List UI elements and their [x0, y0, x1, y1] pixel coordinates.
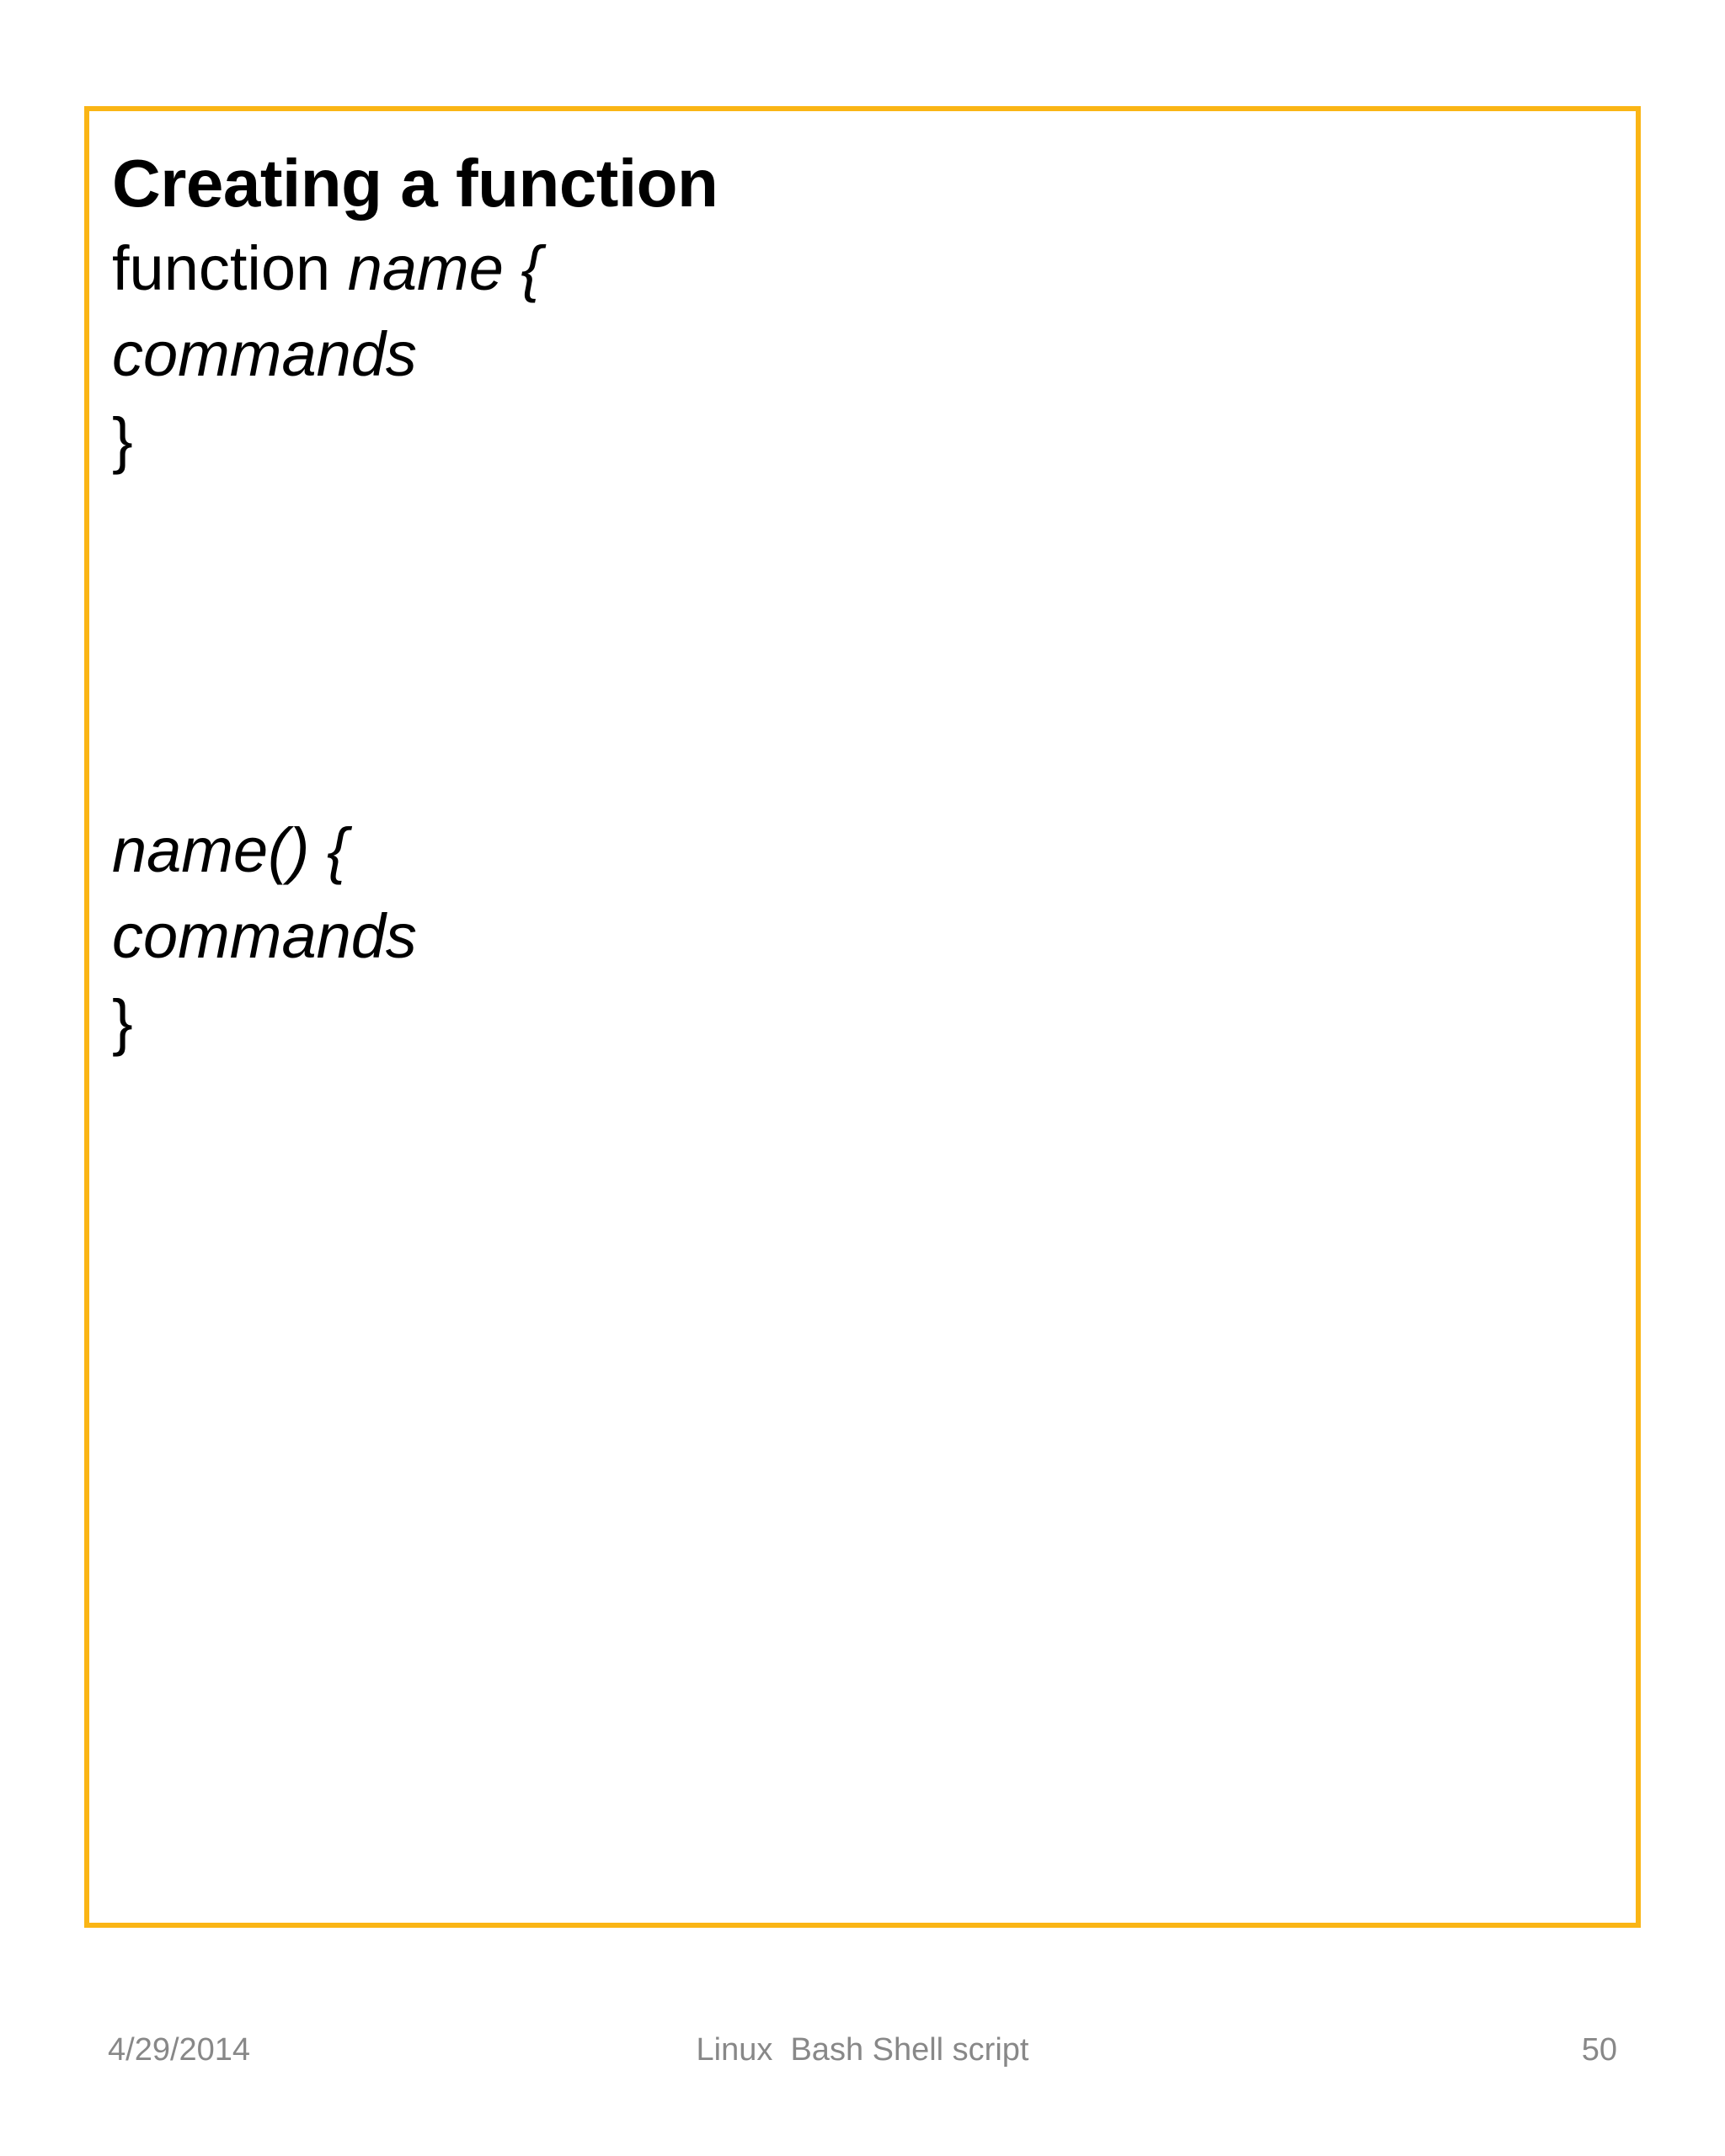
code-line-close-brace-2: } — [112, 987, 133, 1057]
footer-page-number: 50 — [1581, 2032, 1617, 2068]
code-line-name-parens-open: name() { — [112, 815, 348, 885]
page-title: Creating a function — [112, 146, 718, 221]
code-line-close-brace-1: } — [112, 405, 133, 475]
code-line-function-name-open: function name { — [112, 226, 1619, 312]
code-block-function-keyword: function name { commands } — [112, 226, 1619, 483]
footer-title: Linux Bash Shell script — [696, 2032, 1029, 2068]
block-spacer — [112, 483, 1619, 808]
code-line-commands-2: commands — [112, 901, 417, 971]
footer-date: 4/29/2014 — [108, 2032, 251, 2068]
code-block-parenthesis-form: name() { commands } — [112, 808, 1619, 1065]
slide-content-frame: Creating a function function name { comm… — [84, 106, 1641, 1928]
code-line-commands-1: commands — [112, 319, 417, 389]
slide-footer: 4/29/2014 Linux Bash Shell script 50 — [0, 2028, 1725, 2095]
code-token-function-keyword: function — [112, 233, 348, 303]
code-token-name-brace: name { — [347, 233, 542, 303]
slide-body: Creating a function function name { comm… — [112, 141, 1619, 1065]
